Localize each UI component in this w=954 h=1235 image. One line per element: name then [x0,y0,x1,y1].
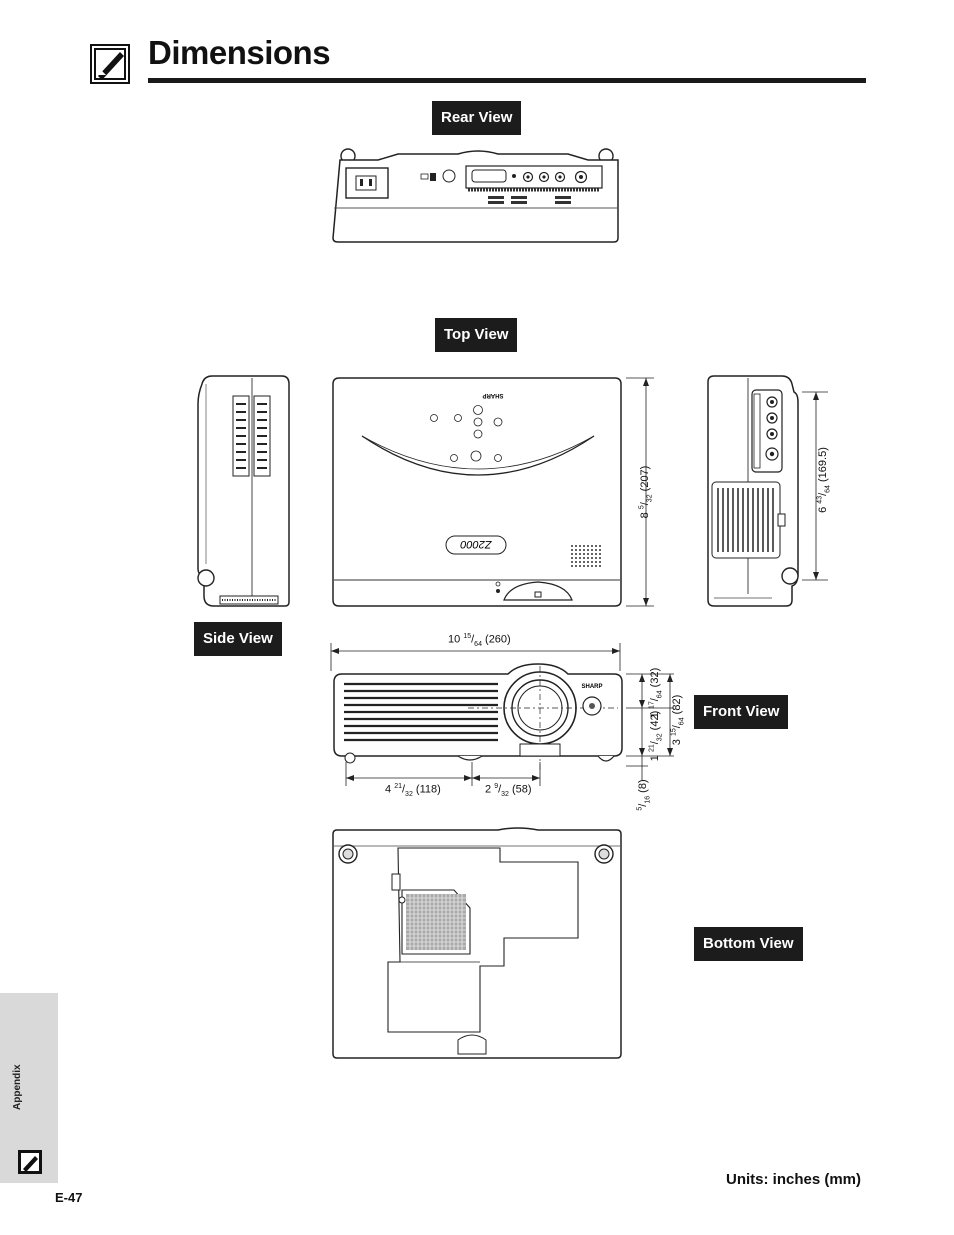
top-model-text: Z2000 [460,538,493,550]
top-depth-dimension: 8 5/32 (207) [638,465,654,519]
top-depth-dimension-line [626,377,654,607]
rear-view-drawing [332,148,619,243]
page-number: E-47 [55,1190,83,1205]
front-brand-text: SHARP [581,684,602,690]
side-depth-dimension: 6 43/64 (169.5) [816,447,832,513]
rear-view-label: Rear View [432,101,522,135]
side-view-label: Side View [194,622,282,656]
lens-offset-left-dimension: 4 21/32 (118) [385,783,441,798]
bottom-view-label: Bottom View [694,927,803,961]
front-view-drawing: SHARP [333,663,623,770]
side-depth-dimension-line [802,391,828,581]
section-icon [90,44,130,84]
top-view-label: Top View [435,318,518,352]
foot-dimension: 5/16 (8) [636,779,652,811]
appendix-tab-label: Appendix [12,1064,23,1110]
top-view-drawing: SHARP Z2000 [332,377,622,607]
front-view-label: Front View [694,695,789,729]
bottom-view-drawing [332,827,622,1059]
width-dimension-line [330,643,621,671]
lens-offset-dimension-lines [345,762,541,786]
right-side-view-drawing [707,375,799,607]
width-dimension: 10 15/64 (260) [448,633,511,648]
front-height-dimension: 3 15/64 (82) [670,694,686,746]
appendix-icon [18,1150,42,1174]
page-title: Dimensions [148,34,331,71]
title-rule [148,78,866,83]
units-note: Units: inches (mm) [726,1171,862,1188]
side-view-drawing [197,375,290,607]
front-height-dimension-lines [626,673,674,780]
top-brand-text: SHARP [482,392,503,398]
lens-center-height-dimension: 1 21/32 (42) [648,710,664,762]
lens-offset-right-dimension: 2 9/32 (58) [485,783,532,798]
